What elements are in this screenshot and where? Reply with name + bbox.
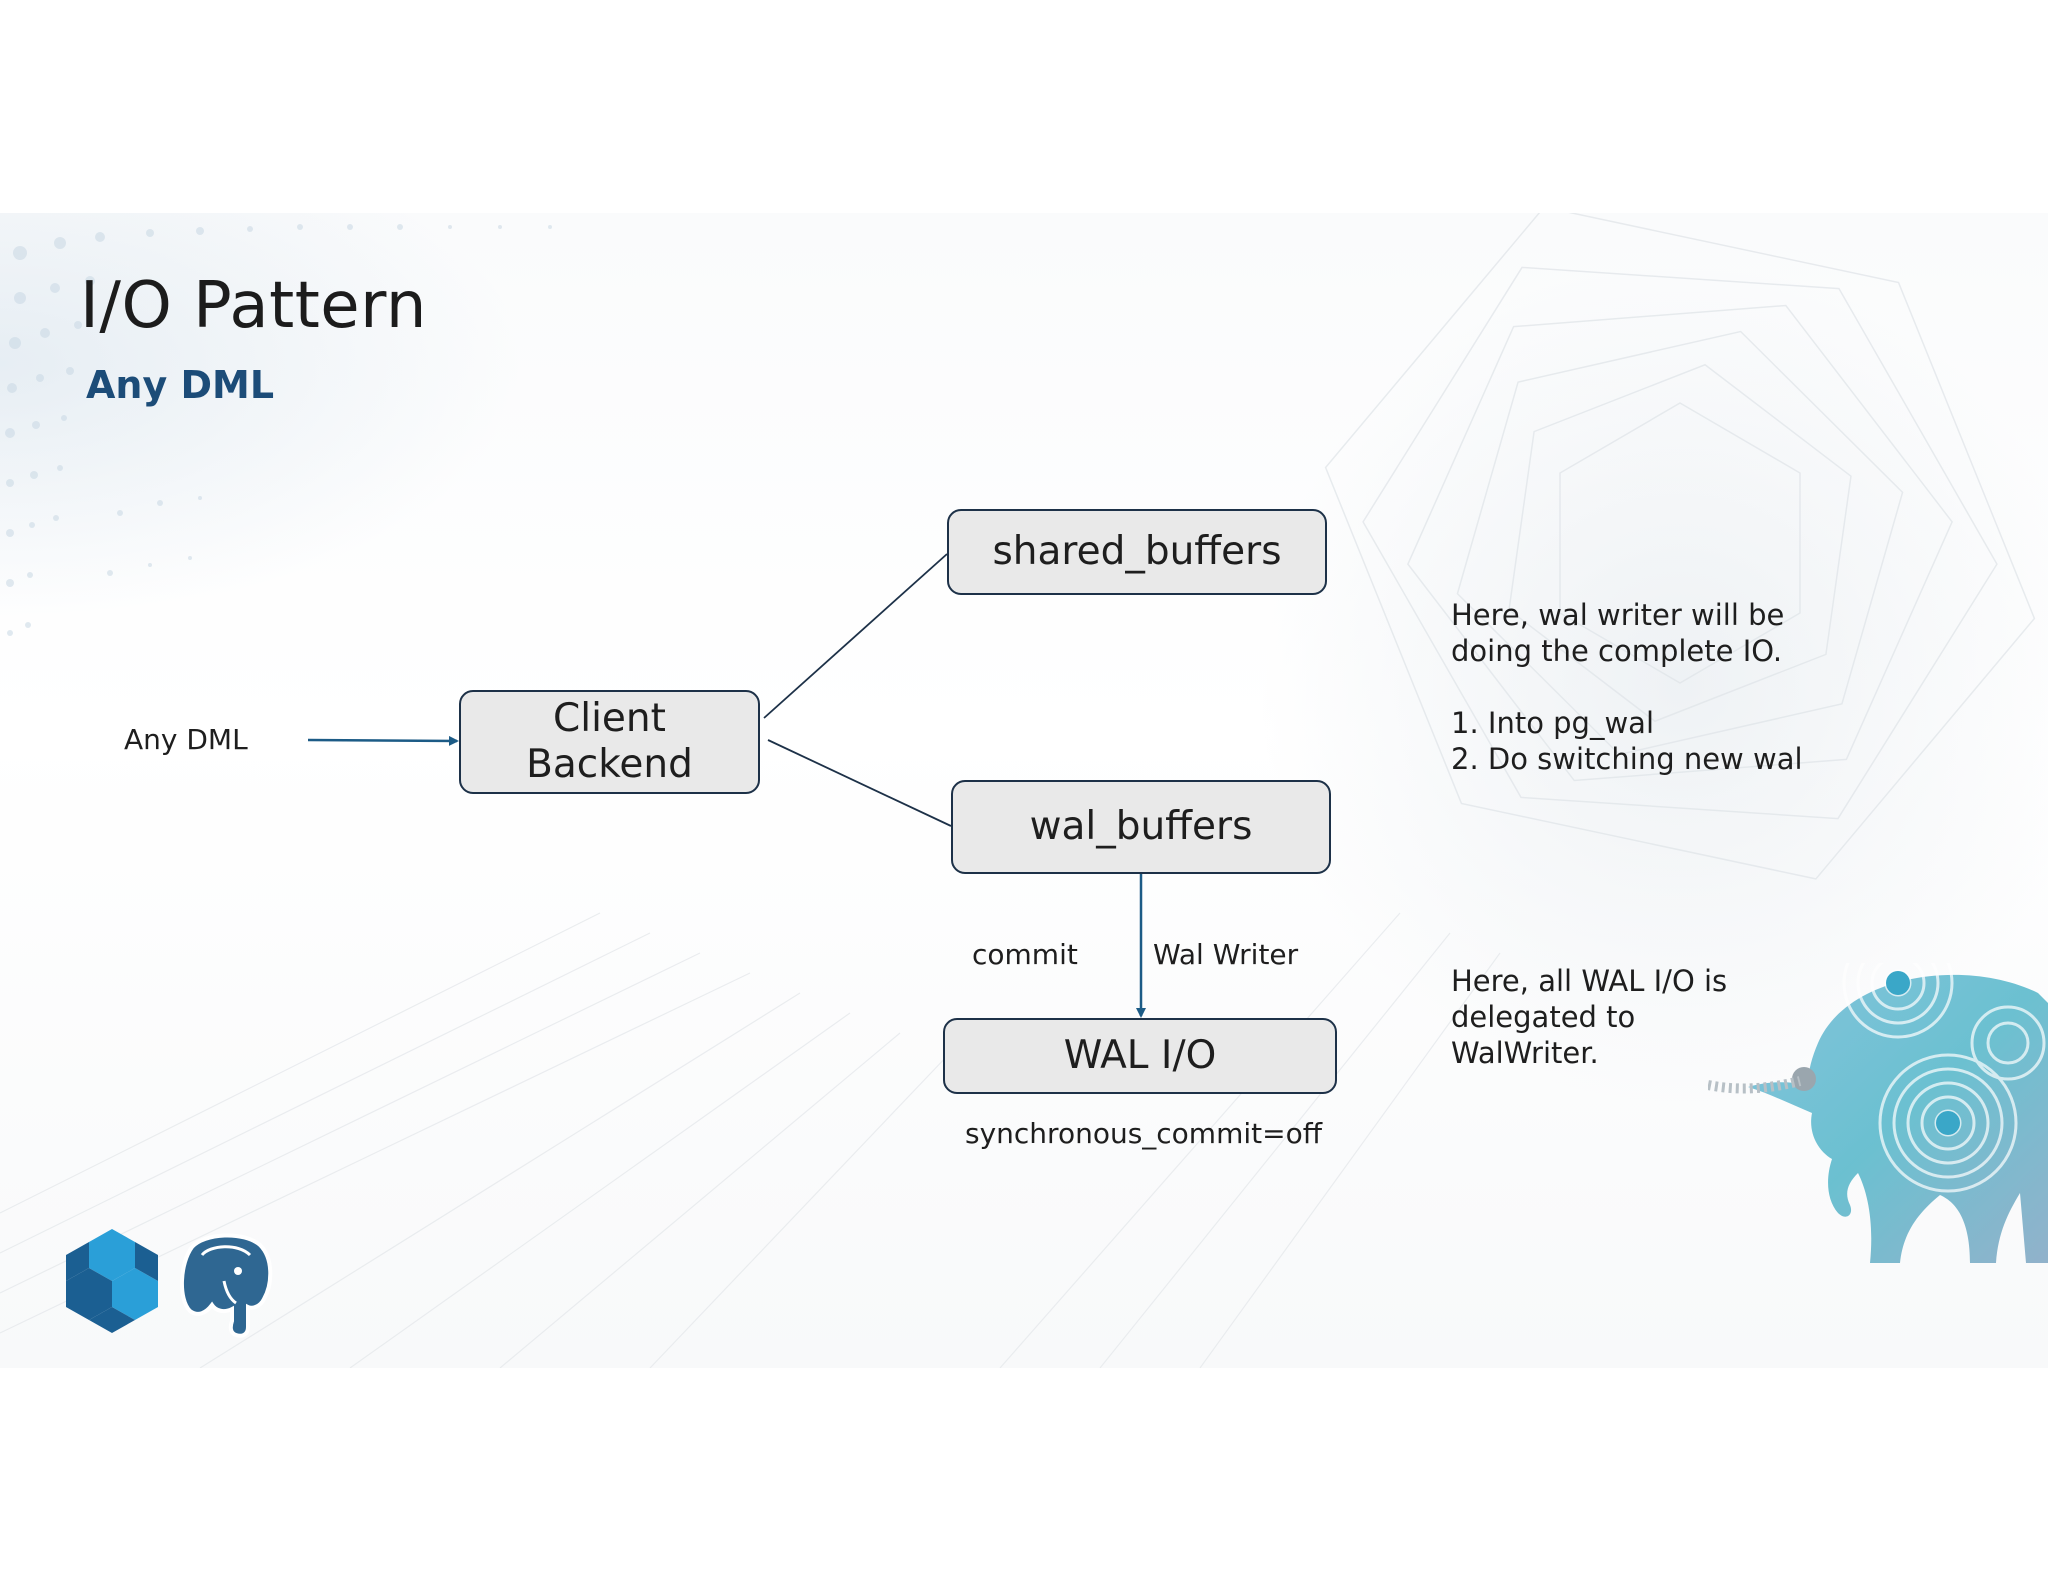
note-bottom: Here, all WAL I/O is delegated to WalWri…: [1451, 963, 1727, 1071]
node-client-backend-line1: Client: [553, 696, 666, 741]
note-top-line5: 2. Do switching new wal: [1451, 742, 1803, 776]
edge-client-to-shared-buffers: [763, 553, 948, 719]
note-top-line1: Here, wal writer will be: [1451, 598, 1785, 632]
slide-title: I/O Pattern: [80, 269, 427, 343]
edge-label-wal-writer: Wal Writer: [1153, 938, 1299, 971]
note-bottom-line1: Here, all WAL I/O is: [1451, 964, 1728, 998]
note-top-line4: 1. Into pg_wal: [1451, 706, 1655, 740]
slide-subtitle: Any DML: [86, 363, 275, 407]
node-wal-io: WAL I/O: [943, 1018, 1337, 1094]
input-arrow: [307, 735, 459, 746]
decorative-elephant-illustration-icon: [1708, 963, 2048, 1263]
note-bottom-line2: delegated to: [1451, 1000, 1636, 1034]
note-top-line2: doing the complete IO.: [1451, 634, 1783, 668]
note-bottom-line3: WalWriter.: [1451, 1036, 1599, 1070]
edge-label-commit: commit: [972, 938, 1078, 971]
input-label-any-dml: Any DML: [124, 723, 248, 756]
node-wal-buffers-label: wal_buffers: [1029, 804, 1253, 849]
setting-label-synchronous-commit: synchronous_commit=off: [965, 1117, 1322, 1150]
node-client-backend-line2: Backend: [526, 742, 693, 787]
node-wal-io-label: WAL I/O: [1063, 1033, 1217, 1078]
node-client-backend: Client Backend: [459, 690, 760, 794]
diagram-connectors: [307, 553, 1146, 1018]
note-top-spacer: [1451, 669, 1803, 705]
hexagon-cluster-logo-icon: [66, 1229, 158, 1333]
edge-client-to-wal-buffers: [767, 739, 952, 827]
note-top: Here, wal writer will be doing the compl…: [1451, 597, 1803, 777]
postgresql-elephant-logo-icon: [179, 1233, 273, 1338]
node-shared-buffers: shared_buffers: [947, 509, 1327, 595]
node-wal-buffers: wal_buffers: [951, 780, 1331, 874]
slide: I/O Pattern Any DML Any DML Client Backe…: [0, 213, 2048, 1368]
node-shared-buffers-label: shared_buffers: [992, 529, 1282, 574]
